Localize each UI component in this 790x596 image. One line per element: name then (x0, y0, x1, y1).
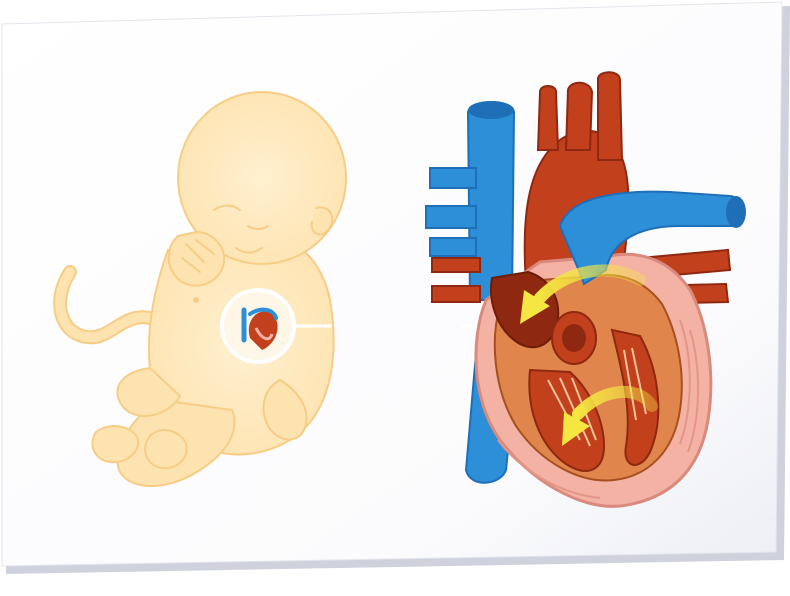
fetus-foot (145, 430, 187, 468)
fetus-foot (92, 426, 138, 462)
heart-inset-circle (222, 290, 294, 362)
